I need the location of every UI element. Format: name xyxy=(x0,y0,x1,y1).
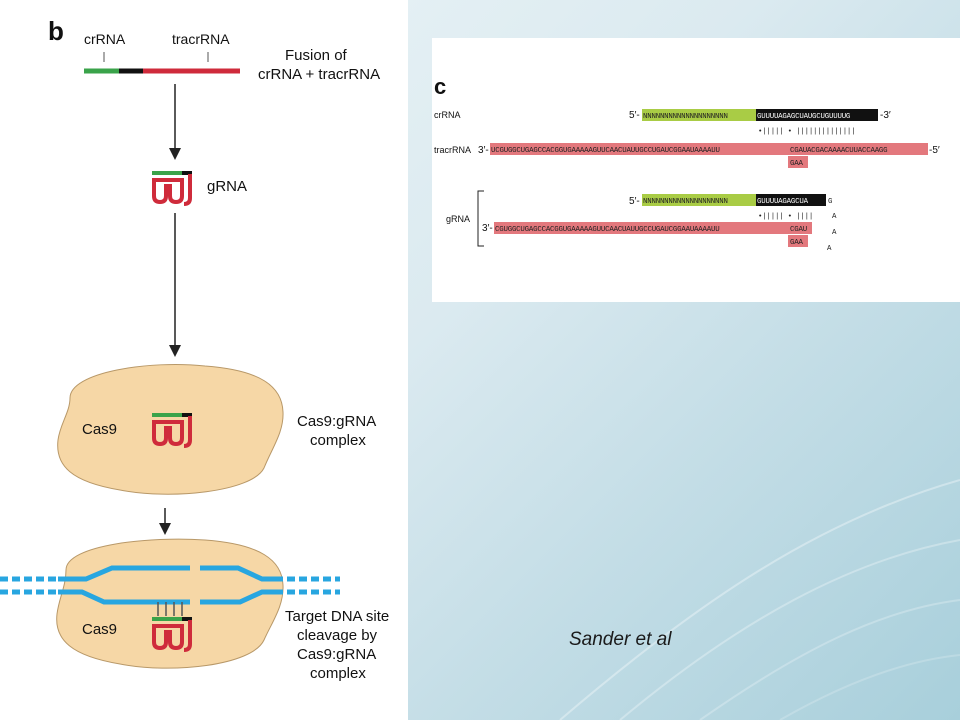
c-five-prime-2: 5′- xyxy=(629,196,640,207)
grna-bracket xyxy=(477,190,484,247)
arrow-down-icon xyxy=(169,84,181,160)
grna-spacer-seq: NNNNNNNNNNNNNNNNNNNN xyxy=(643,198,728,206)
cas9-label-2: Cas9 xyxy=(82,621,117,638)
c-five-prime-end-1: -5′ xyxy=(929,145,940,156)
panel-c-sequence-diagram: c crRNA 5′- NNNNNNNNNNNNNNNNNNNN GUUUUAG… xyxy=(434,74,940,253)
grna-right-box xyxy=(788,222,812,234)
tracrrna-left-box xyxy=(490,143,788,155)
c-grna-label: gRNA xyxy=(446,214,470,224)
base-pair-lines xyxy=(157,602,183,616)
tracrrna-seq-right: CGAUACGACAAAACUUACCAAGG xyxy=(790,147,887,155)
complex-label-line2: complex xyxy=(310,432,366,449)
c-five-prime-1: 5′- xyxy=(629,110,640,121)
c-three-prime-2: 3′- xyxy=(482,223,493,234)
target-label-line1: Target DNA site xyxy=(285,608,389,625)
crrna-spacer-box xyxy=(642,109,756,121)
pairing-marks-2: •||||| • |||| xyxy=(758,213,813,221)
crrna-spacer-seq: NNNNNNNNNNNNNNNNNNNN xyxy=(643,113,728,121)
dna-duplex-icon xyxy=(0,565,340,605)
grna-bulge-box xyxy=(788,235,808,247)
grna-label: gRNA xyxy=(207,178,247,195)
target-label-line4: complex xyxy=(310,665,366,682)
loop-a1: A xyxy=(832,213,837,221)
panel-c: c crRNA 5′- NNNNNNNNNNNNNNNNNNNN GUUUUAG… xyxy=(432,38,960,302)
crrna-repeat-box xyxy=(756,109,878,121)
c-three-prime-end-1: -3′ xyxy=(880,110,891,121)
target-label-line3: Cas9:gRNA xyxy=(297,646,376,663)
tracrrna-label: tracrRNA xyxy=(172,31,230,47)
complex-label-line1: Cas9:gRNA xyxy=(297,413,376,430)
arrow-down-icon xyxy=(169,213,181,357)
crrna-label: crRNA xyxy=(84,31,126,47)
target-label-line2: cleavage by xyxy=(297,627,378,644)
tracrrna-bulge: GAA xyxy=(790,160,803,168)
tracrrna-seq-left: UCGUGGCUGAGCCACGGUGAAAAAGUUCAACUAUUGCCUG… xyxy=(491,147,720,155)
fusion-label-line2: crRNA + tracrRNA xyxy=(258,66,380,83)
grna-seq-left: CGUGGCUGAGCCACGGUGAAAAAGUUCAACUAUUGCCUGA… xyxy=(495,226,719,234)
panel-c-letter: c xyxy=(434,74,446,99)
c-three-prime-1: 3′- xyxy=(478,145,489,156)
panel-b-letter: b xyxy=(48,16,64,46)
citation-text: Sander et al xyxy=(569,629,672,650)
c-tracrrna-label: tracrRNA xyxy=(434,145,471,155)
fusion-label-line1: Fusion of xyxy=(285,47,348,64)
grna-hairpin-icon xyxy=(152,413,192,448)
loop-g: G xyxy=(828,198,832,206)
grna-seq-right: CGAU xyxy=(790,226,807,234)
grna-repeat-box xyxy=(756,194,826,206)
loop-a2: A xyxy=(832,229,837,237)
crrna-repeat-seq: GUUUUAGAGCUAUGCUGUUUUG xyxy=(757,113,850,121)
grna-hairpin-icon xyxy=(152,617,192,652)
arrow-down-icon xyxy=(159,508,171,535)
grna-spacer-box xyxy=(642,194,756,206)
pairing-marks-1: •||||| • |||||||||||||| xyxy=(758,128,855,136)
panel-b-diagram: b crRNA tracrRNA Fusion of crRNA + tracr… xyxy=(0,16,389,682)
loop-a3: A xyxy=(827,245,832,253)
grna-repeat-seq: GUUUUAGAGCUA xyxy=(757,198,809,206)
tracrrna-right-box xyxy=(788,143,928,155)
grna-bulge: GAA xyxy=(790,239,803,247)
grna-hairpin-icon xyxy=(152,171,192,206)
grna-left-box xyxy=(494,222,788,234)
tracrrna-bulge-box xyxy=(788,156,808,168)
cas9-label-1: Cas9 xyxy=(82,421,117,438)
c-crrna-label: crRNA xyxy=(434,110,461,120)
